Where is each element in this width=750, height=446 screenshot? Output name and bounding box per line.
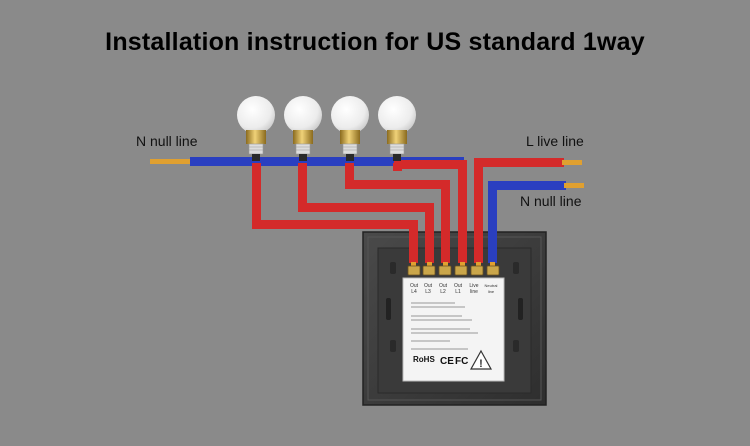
output-wire-l2 [345, 163, 450, 269]
output-wire-l1 [393, 160, 467, 269]
terminal-label-top: Out [424, 283, 433, 289]
output-wire-l3 [298, 163, 434, 269]
neutral-wire-right [488, 181, 584, 269]
label-n-null-left: N null line [136, 133, 198, 149]
terminal-label-bottom: line [488, 289, 495, 294]
terminal-label-bottom: line [470, 289, 478, 295]
bulb-4 [378, 96, 416, 161]
switch-panel: ! [362, 231, 547, 406]
terminal-label-top: Out [454, 283, 463, 289]
svg-text:!: ! [479, 358, 483, 370]
terminal-label-bottom: L4 [411, 289, 417, 295]
terminal-label-top: Out [439, 283, 448, 289]
bulb-1 [237, 96, 275, 161]
live-wire [474, 158, 582, 269]
mount-slot-right [518, 298, 523, 320]
neutral-wire-left [150, 157, 464, 166]
terminal-label-bottom: L3 [425, 289, 431, 295]
fc-mark: FC [455, 356, 468, 367]
output-wire-l4 [252, 163, 418, 269]
ce-mark: CE [440, 356, 454, 367]
terminal-label-top: Neutral [485, 283, 498, 288]
terminal-label-top: Live [469, 283, 478, 289]
bulb-2 [284, 96, 322, 161]
terminal-label-bottom: L1 [455, 289, 461, 295]
label-n-null-right: N null line [520, 193, 582, 209]
terminal-block [407, 265, 500, 276]
rohs-mark: RoHS [413, 355, 435, 364]
bulb-3 [331, 96, 369, 161]
mount-slot-left [386, 298, 391, 320]
page-title: Installation instruction for US standard… [105, 28, 645, 56]
warning-icon: ! [469, 349, 493, 370]
terminal-label-top: Out [410, 283, 419, 289]
terminal-label-bottom: L2 [440, 289, 446, 295]
label-l-live: L live line [526, 133, 584, 149]
